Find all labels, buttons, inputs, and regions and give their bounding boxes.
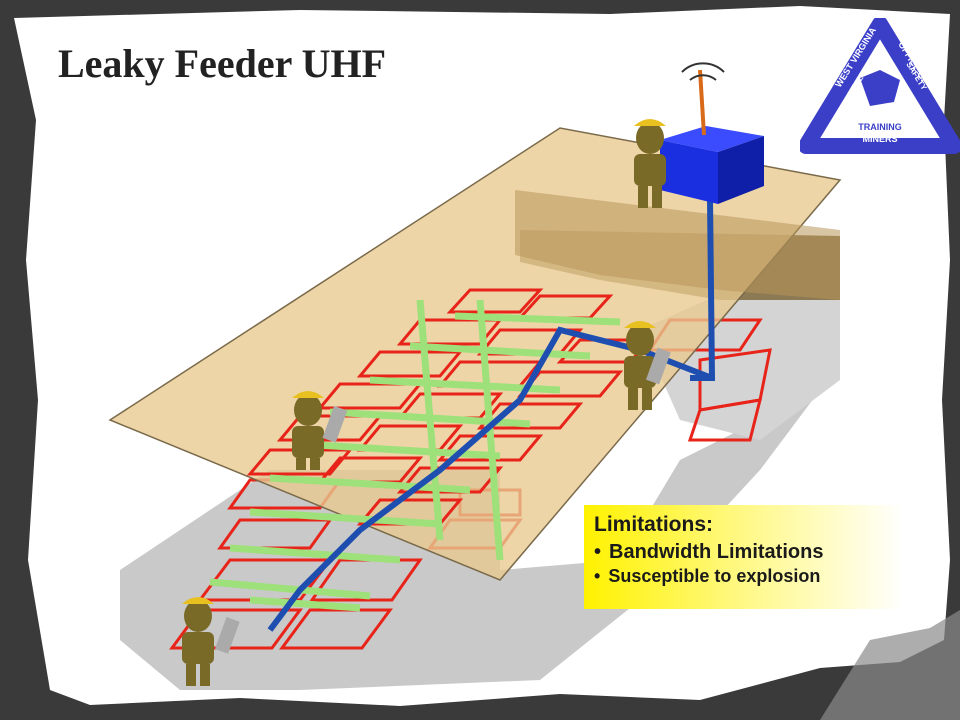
logo-text-training: TRAINING	[858, 122, 902, 132]
limitation-text: Susceptible to explosion	[608, 566, 821, 586]
limitations-callout: Limitations: • Bandwidth Limitations • Sus…	[584, 505, 904, 609]
bullet-icon: •	[594, 566, 601, 586]
limitation-text: Bandwidth Limitations	[609, 541, 824, 563]
miner-figure	[182, 597, 240, 686]
list-item: • Susceptible to explosion	[594, 566, 894, 587]
wv-training-logo: WEST VIRGINIA HEALTH OFFICE OF SAFETY TR…	[800, 18, 960, 154]
limitations-heading: Limitations:	[594, 513, 713, 536]
bullet-icon: •	[594, 541, 602, 563]
crosscut-cables	[209, 299, 621, 612]
slide-title: Leaky Feeder UHF	[58, 41, 387, 86]
logo-text-miners: MINERS	[862, 134, 897, 144]
leaky-feeder-cable	[267, 199, 716, 632]
list-item: • Bandwidth Limitations	[594, 541, 894, 564]
limitations-list: • Bandwidth Limitations • Susceptible to e…	[594, 541, 894, 587]
base-station	[660, 62, 764, 204]
miner-figure	[624, 321, 671, 410]
miner-figure	[292, 391, 348, 470]
miner-figure	[634, 119, 666, 208]
